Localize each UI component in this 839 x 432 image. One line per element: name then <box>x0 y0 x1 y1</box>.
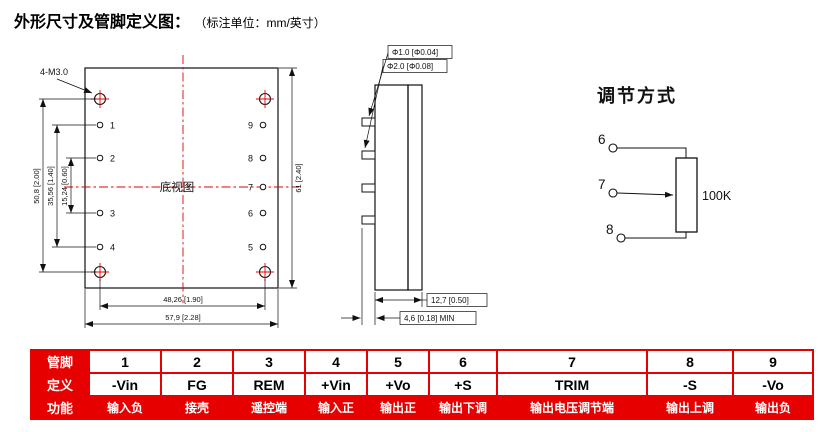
page-title: 外形尺寸及管脚定义图： <box>14 14 191 31</box>
terminal-6 <box>608 143 618 153</box>
pin-cell: 8 <box>646 349 734 374</box>
dims-side-bottom <box>341 228 427 325</box>
standoff-dia-callout: Φ2.0 [Φ0.08] <box>363 59 448 149</box>
pin-cell: 6 <box>428 349 498 374</box>
pin-number: 5 <box>248 243 253 253</box>
pin-cell: 5 <box>366 349 430 374</box>
terminal-8 <box>616 233 626 243</box>
dim-label-body-h: 57,9 [2.28] <box>165 313 200 322</box>
function-cell: 遥控端 <box>232 395 306 420</box>
function-cell: 输出负 <box>732 395 814 420</box>
dim-label-standoff-dia: Φ2.0 [Φ0.08] <box>387 62 433 71</box>
definition-cell: +Vo <box>366 372 430 397</box>
pin-table: 管脚 1 2 3 4 5 6 7 8 9 定义 -Vin FG REM +Vin… <box>30 349 814 420</box>
side-body <box>374 84 409 291</box>
definition-cell: -Vin <box>88 372 162 397</box>
definition-cell: +Vin <box>304 372 368 397</box>
pin-number: 7 <box>248 183 253 193</box>
function-cell: 输出上调 <box>646 395 734 420</box>
terminal-7 <box>608 188 618 198</box>
dims-right <box>279 67 297 289</box>
function-cell: 输入负 <box>88 395 162 420</box>
pin-min-callout: 4,6 [0.18] MIN <box>399 311 477 325</box>
dim-label-thickness: 12,7 [0.50] <box>431 296 469 305</box>
pin-cell: 9 <box>732 349 814 374</box>
pin-number: 4 <box>110 243 115 253</box>
dim-label-inner-v: 15,24 [0.60] <box>60 166 69 206</box>
right-pins: 9 8 7 6 5 <box>248 121 267 253</box>
function-cell: 接壳 <box>160 395 234 420</box>
center-lines <box>64 55 299 303</box>
adjust-circuit: 调节方式 6 7 8 100K <box>597 85 732 243</box>
potentiometer-body <box>675 157 698 233</box>
dim-label-pins-v: 35,56 [1.40] <box>46 166 55 206</box>
pin-number: 1 <box>110 121 115 131</box>
side-pin-tabs <box>361 117 376 225</box>
function-cell: 输入正 <box>304 395 368 420</box>
bottom-view: 4-M3.0 底视图 1 2 3 4 9 8 7 6 5 <box>32 55 303 328</box>
pin-number-row: 管脚 1 2 3 4 5 6 7 8 9 <box>30 349 814 374</box>
dim-label-pin-dia: Φ1.0 [Φ0.04] <box>392 48 438 57</box>
dim-label-pin-min: 4,6 [0.18] MIN <box>404 314 454 323</box>
adjust-title: 调节方式 <box>597 85 677 106</box>
pin-number: 6 <box>248 209 253 219</box>
mounting-hole <box>256 90 274 108</box>
definition-cell: -S <box>646 372 734 397</box>
package-outline <box>84 67 279 289</box>
row-header-function: 功能 <box>30 395 90 420</box>
definition-cell: TRIM <box>496 372 648 397</box>
pin-number: 9 <box>248 121 253 131</box>
definition-cell: -Vo <box>732 372 814 397</box>
mount-hole-callout: 4-M3.0 <box>40 67 68 77</box>
adjust-pin-6: 6 <box>598 132 606 147</box>
side-view: Φ1.0 [Φ0.04] Φ2.0 [Φ0.08] 12,7 [0.50] 4,… <box>341 45 488 325</box>
adjust-pin-8: 8 <box>606 222 614 237</box>
pin-dia-callout: Φ1.0 [Φ0.04] <box>368 45 453 117</box>
pin-number: 2 <box>110 154 115 164</box>
pin-definition-row: 定义 -Vin FG REM +Vin +Vo +S TRIM -S -Vo <box>30 372 814 397</box>
pin-number: 3 <box>110 209 115 219</box>
pin-cell: 3 <box>232 349 306 374</box>
function-cell: 输出电压调节端 <box>496 395 648 420</box>
page-header: 外形尺寸及管脚定义图： （标注单位：mm/英寸） <box>14 8 326 32</box>
pin-number: 8 <box>248 154 253 164</box>
pin-cell: 1 <box>88 349 162 374</box>
definition-cell: REM <box>232 372 306 397</box>
dims-bottom <box>84 279 279 328</box>
pin-cell: 7 <box>496 349 648 374</box>
resistor-value: 100K <box>702 189 732 203</box>
dimension-drawing: 4-M3.0 底视图 1 2 3 4 9 8 7 6 5 <box>32 45 732 328</box>
page-subtitle: （标注单位：mm/英寸） <box>194 16 326 30</box>
pin-function-row: 功能 输入负 接壳 遥控端 输入正 输出正 输出下调 输出电压调节端 输出上调 … <box>30 395 814 420</box>
mount-hole-leader <box>56 78 93 94</box>
definition-cell: FG <box>160 372 234 397</box>
side-baseplate <box>407 84 423 291</box>
dim-label-holes-v: 50,8 [2.00] <box>32 168 41 203</box>
function-cell: 输出下调 <box>428 395 498 420</box>
pin-cell: 4 <box>304 349 368 374</box>
bottom-view-label: 底视图 <box>160 180 195 194</box>
pin-cell: 2 <box>160 349 234 374</box>
dim-label-body-v: 61 [2.40] <box>294 163 303 192</box>
dims-left <box>39 98 96 273</box>
adjust-wires <box>616 147 687 239</box>
row-header-definition: 定义 <box>30 372 90 397</box>
adjust-pin-7: 7 <box>598 177 606 192</box>
function-cell: 输出正 <box>366 395 430 420</box>
row-header-pin: 管脚 <box>30 349 90 374</box>
dim-label-holes-h: 48,26 [1.90] <box>163 295 203 304</box>
thickness-callout: 12,7 [0.50] <box>426 293 488 307</box>
left-pins: 1 2 3 4 <box>96 121 115 253</box>
mounting-hole <box>256 263 274 281</box>
definition-cell: +S <box>428 372 498 397</box>
